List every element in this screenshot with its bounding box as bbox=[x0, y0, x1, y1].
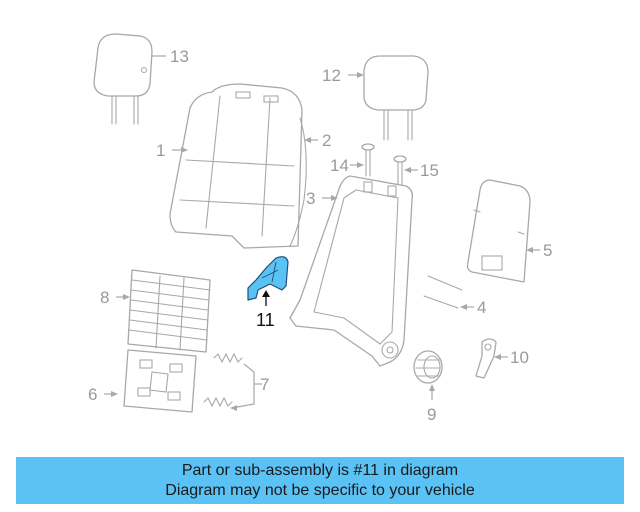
part-4-strip bbox=[423, 275, 463, 309]
callout-11: 11 bbox=[256, 310, 275, 330]
leader-8-arrow bbox=[123, 294, 130, 300]
leader-10-arrow bbox=[494, 354, 501, 360]
callout-14: 14 bbox=[330, 156, 349, 175]
part-12-headrest bbox=[363, 55, 429, 141]
callout-15: 15 bbox=[420, 161, 439, 180]
part-7-springs bbox=[203, 352, 243, 408]
parts-diagram: 13 12 1 2 14 15 bbox=[88, 33, 552, 424]
callout-10: 10 bbox=[510, 348, 529, 367]
part-14-guide bbox=[361, 143, 375, 177]
callout-7: 7 bbox=[260, 375, 269, 394]
leader-15-arrow bbox=[404, 167, 411, 173]
leader-3-arrow bbox=[331, 195, 338, 201]
part-3-seatback-frame bbox=[289, 175, 414, 367]
leader-14-arrow bbox=[357, 162, 364, 168]
info-banner: Part or sub-assembly is #11 in diagram D… bbox=[16, 457, 624, 504]
leader-12-arrow bbox=[357, 72, 364, 78]
part-9-knob bbox=[413, 350, 443, 384]
leader-7-arrow bbox=[230, 405, 237, 411]
leader-4-arrow bbox=[460, 304, 467, 310]
callout-1: 1 bbox=[156, 141, 165, 160]
banner-line-2: Diagram may not be specific to your vehi… bbox=[165, 481, 475, 499]
callout-9: 9 bbox=[427, 405, 436, 424]
part-8-spring-mat bbox=[127, 269, 211, 353]
callout-3: 3 bbox=[306, 189, 315, 208]
leader-1-arrow bbox=[181, 147, 188, 153]
leader-11-arrow bbox=[262, 290, 270, 297]
part-13-headrest bbox=[93, 33, 153, 125]
leader-7 bbox=[231, 363, 255, 409]
part-10-lever bbox=[475, 338, 497, 379]
part-11-shape bbox=[247, 256, 289, 301]
callout-4: 4 bbox=[477, 298, 486, 317]
callout-8: 8 bbox=[100, 288, 109, 307]
leader-2-arrow bbox=[304, 137, 311, 143]
callout-2: 2 bbox=[322, 131, 331, 150]
part-5-back-panel bbox=[466, 179, 531, 283]
callout-13: 13 bbox=[170, 47, 189, 66]
part-11-bracket-highlighted bbox=[247, 256, 289, 301]
part-15-guide bbox=[393, 155, 407, 187]
part-6-lumbar-plate bbox=[123, 349, 197, 413]
callout-12: 12 bbox=[322, 66, 341, 85]
banner-line-1: Part or sub-assembly is #11 in diagram bbox=[181, 461, 459, 479]
callout-5: 5 bbox=[543, 241, 552, 260]
leader-5-arrow bbox=[526, 247, 533, 253]
callout-6: 6 bbox=[88, 385, 97, 404]
leader-9-arrow bbox=[429, 384, 435, 391]
leader-6-arrow bbox=[111, 391, 118, 397]
part-2-trim bbox=[289, 117, 307, 247]
part-1-seatback-cushion bbox=[169, 83, 303, 249]
